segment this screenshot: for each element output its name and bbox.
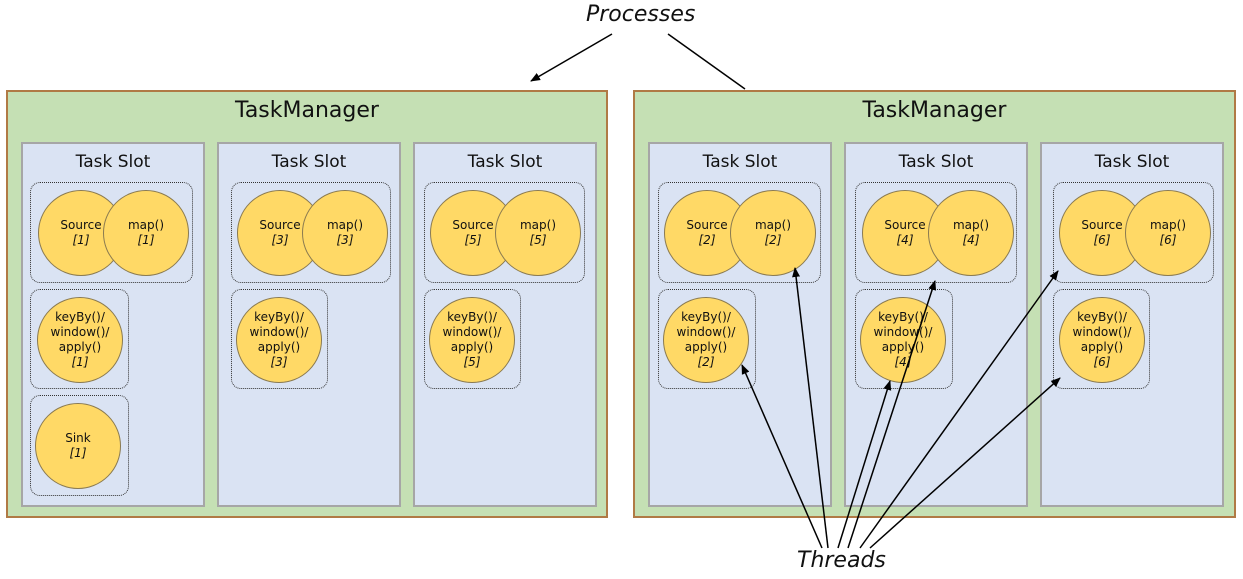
map-operator: map() [4] <box>928 190 1014 276</box>
operator-index: [2] <box>764 233 782 247</box>
operator-index: [1] <box>71 355 89 369</box>
map-operator: map() [5] <box>495 190 581 276</box>
source-map-chain-group <box>231 182 391 283</box>
operator-name: keyBy()/ window()/ apply() <box>442 310 502 354</box>
thread-arrow <box>792 267 829 549</box>
processes-arrow-right <box>667 33 746 90</box>
operator-index: [3] <box>270 355 288 369</box>
operator-name: Source <box>60 218 102 232</box>
task-manager-title: TaskManager <box>862 98 1007 123</box>
sink-group <box>30 395 129 496</box>
operator-name: keyBy()/ window()/ apply() <box>50 310 110 354</box>
window-group <box>231 289 328 389</box>
map-operator: map() [3] <box>302 190 388 276</box>
source-map-chain-group <box>1053 182 1214 283</box>
task-manager-title: TaskManager <box>235 98 379 123</box>
operator-name: map() <box>754 218 792 232</box>
operator-name: Source <box>1081 218 1123 232</box>
operator-name: keyBy()/ window()/ apply() <box>676 310 736 354</box>
task-manager-1: TaskManager Task Slot Source [1] map() [… <box>6 90 608 518</box>
operator-index: [1] <box>137 233 155 247</box>
window-operator: keyBy()/ window()/ apply() [1] <box>37 297 123 383</box>
processes-label: Processes <box>586 2 696 27</box>
task-slot-1: Task Slot Source [1] map() [1] keyBy()/ … <box>21 142 205 507</box>
task-slot-title: Task Slot <box>75 152 151 172</box>
window-operator: keyBy()/ window()/ apply() [6] <box>1059 297 1145 383</box>
thread-arrow <box>741 364 823 549</box>
operator-index: [4] <box>896 233 914 247</box>
operator-name: Source <box>259 218 301 232</box>
operator-name: map() <box>952 218 990 232</box>
threads-label: Threads <box>797 548 886 573</box>
map-operator: map() [2] <box>730 190 816 276</box>
source-map-chain-group <box>424 182 585 283</box>
operator-index: [1] <box>72 233 90 247</box>
window-group <box>30 289 129 389</box>
operator-name: Source <box>452 218 494 232</box>
task-slot-2: Task Slot Source [3] map() [3] keyBy()/ … <box>217 142 401 507</box>
task-slot-title: Task Slot <box>271 152 347 172</box>
window-group <box>1053 289 1150 389</box>
operator-index: [5] <box>463 355 481 369</box>
task-slot-title: Task Slot <box>467 152 543 172</box>
task-slot-5: Task Slot Source [4] map() [4] keyBy()/ … <box>844 142 1028 507</box>
window-group <box>855 289 953 389</box>
operator-name: map() <box>519 218 557 232</box>
window-operator: keyBy()/ window()/ apply() [4] <box>860 297 946 383</box>
operator-name: Source <box>884 218 926 232</box>
window-operator: keyBy()/ window()/ apply() [5] <box>429 297 515 383</box>
task-slot-6: Task Slot Source [6] map() [6] keyBy()/ … <box>1040 142 1224 507</box>
operator-name: map() <box>127 218 165 232</box>
operator-name: keyBy()/ window()/ apply() <box>249 310 309 354</box>
operator-index: [5] <box>464 233 482 247</box>
processes-arrow-left <box>530 33 613 82</box>
operator-index: [4] <box>962 233 980 247</box>
operator-index: [5] <box>529 233 547 247</box>
window-operator: keyBy()/ window()/ apply() [3] <box>236 297 322 383</box>
thread-arrow <box>847 280 937 549</box>
operator-name: map() <box>326 218 364 232</box>
source-operator: Source [6] <box>1059 190 1145 276</box>
thread-arrow <box>869 377 1061 549</box>
task-slot-3: Task Slot Source [5] map() [5] keyBy()/ … <box>413 142 597 507</box>
task-slot-title: Task Slot <box>898 152 974 172</box>
thread-arrow <box>837 380 892 549</box>
operator-index: [3] <box>271 233 289 247</box>
map-operator: map() [6] <box>1125 190 1211 276</box>
operator-name: Sink <box>65 431 91 445</box>
operator-name: map() <box>1149 218 1187 232</box>
task-manager-2: TaskManager Task Slot Source [2] map() [… <box>633 90 1236 518</box>
operator-name: keyBy()/ window()/ apply() <box>1072 310 1132 354</box>
window-group <box>658 289 756 389</box>
task-slot-title: Task Slot <box>1094 152 1170 172</box>
operator-index: [6] <box>1093 355 1111 369</box>
operator-name: Source <box>686 218 728 232</box>
window-operator: keyBy()/ window()/ apply() [2] <box>663 297 749 383</box>
task-slot-4: Task Slot Source [2] map() [2] keyBy()/ … <box>648 142 832 507</box>
map-operator: map() [1] <box>103 190 189 276</box>
operator-index: [6] <box>1093 233 1111 247</box>
operator-index: [2] <box>698 233 716 247</box>
operator-index: [1] <box>69 446 87 460</box>
operator-index: [3] <box>336 233 354 247</box>
source-map-chain-group <box>658 182 821 283</box>
operator-index: [6] <box>1159 233 1177 247</box>
task-slot-title: Task Slot <box>702 152 778 172</box>
operator-index: [2] <box>697 355 715 369</box>
thread-arrow <box>859 270 1059 549</box>
source-map-chain-group <box>30 182 193 283</box>
window-group <box>424 289 521 389</box>
sink-operator: Sink [1] <box>35 403 121 489</box>
